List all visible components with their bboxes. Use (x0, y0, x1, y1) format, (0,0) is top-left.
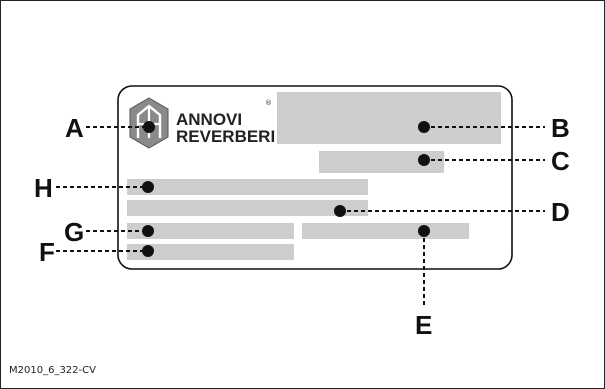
field-e (302, 223, 469, 239)
field-g (127, 223, 294, 239)
callout-letter-c: C (551, 146, 570, 176)
registered-mark: ® (265, 99, 272, 107)
callout-letter-e: E (415, 310, 432, 340)
dot-f (142, 245, 154, 257)
dot-h (142, 181, 154, 193)
callout-letter-b: B (551, 113, 570, 143)
dot-a (143, 121, 155, 133)
callout-dots (142, 121, 430, 257)
dot-d (334, 205, 346, 217)
callout-letter-h: H (34, 173, 53, 203)
callout-letter-g: G (64, 217, 84, 247)
brand-line-2: REVERBERI (176, 127, 275, 146)
field-h (127, 179, 368, 195)
dot-e (418, 225, 430, 237)
leader-lines (56, 126, 545, 308)
field-f (127, 244, 294, 260)
callout-letter-d: D (551, 197, 570, 227)
figure-code: M2010_6_322-CV (9, 365, 96, 376)
brand-line-1: ANNOVI (176, 110, 242, 129)
callout-letter-a: A (65, 113, 84, 143)
field-b (277, 92, 501, 144)
dot-b (418, 121, 430, 133)
field-c (319, 151, 444, 173)
field-d (127, 200, 368, 216)
dot-g (142, 225, 154, 237)
callout-letter-f: F (39, 237, 55, 267)
dot-c (418, 154, 430, 166)
